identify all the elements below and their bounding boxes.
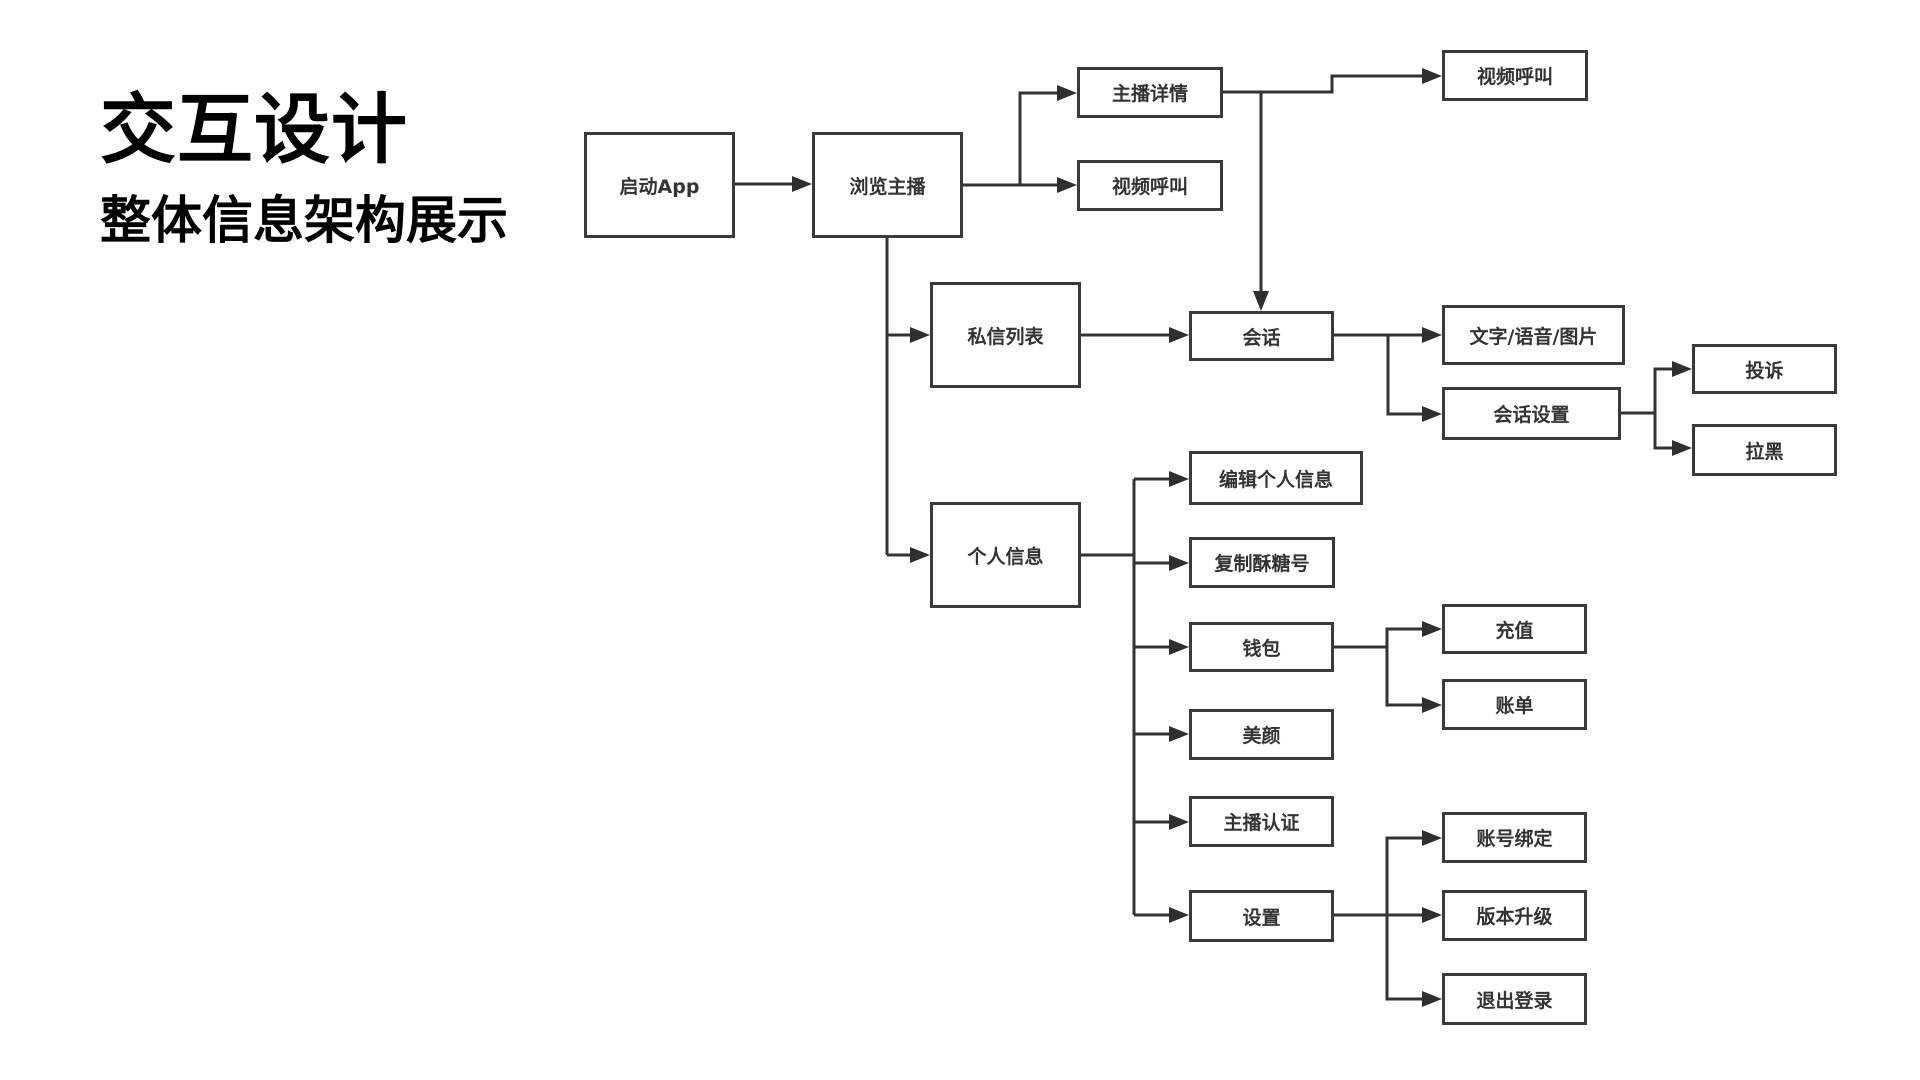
node-profile: 个人信息 bbox=[930, 502, 1081, 608]
edge-wallet-to-bills bbox=[1385, 647, 1442, 713]
node-logout: 退出登录 bbox=[1442, 973, 1587, 1025]
edge-profile-trunk bbox=[1080, 479, 1136, 915]
edge-profile-to-wallet bbox=[1134, 639, 1189, 655]
node-beauty: 美颜 bbox=[1189, 709, 1334, 760]
edge-conv-settings-to-block bbox=[1653, 413, 1692, 456]
node-dm-list: 私信列表 bbox=[930, 282, 1081, 388]
edge-browse-to-video-call bbox=[1020, 177, 1077, 193]
page-title: 交互设计 bbox=[100, 85, 408, 174]
edge-launch-to-browse bbox=[734, 176, 812, 192]
edge-settings-to-account-binding bbox=[1333, 830, 1442, 917]
node-video-call-from-browse: 视频呼叫 bbox=[1077, 160, 1223, 211]
node-text-voice-image: 文字/语音/图片 bbox=[1442, 305, 1625, 365]
node-browse-hosts: 浏览主播 bbox=[812, 132, 963, 238]
edge-host-detail-to-conversation bbox=[1253, 92, 1269, 311]
edge-browse-to-profile bbox=[887, 547, 930, 563]
node-conversation: 会话 bbox=[1189, 311, 1334, 361]
node-host-verification: 主播认证 bbox=[1189, 796, 1334, 847]
edge-settings-to-version-upgrade bbox=[1387, 907, 1442, 923]
node-settings: 设置 bbox=[1189, 890, 1334, 942]
edge-browse-to-dm-list bbox=[885, 237, 930, 555]
node-host-detail: 主播详情 bbox=[1077, 67, 1223, 118]
node-bills: 账单 bbox=[1442, 679, 1587, 730]
edge-browse-to-host-detail bbox=[962, 85, 1077, 187]
page-subtitle: 整体信息架构展示 bbox=[100, 192, 509, 251]
edge-host-detail-to-video-call bbox=[1222, 68, 1442, 94]
edge-profile-to-host-verification bbox=[1134, 814, 1189, 830]
edge-conv-settings-to-report bbox=[1620, 361, 1692, 415]
node-recharge: 充值 bbox=[1442, 604, 1587, 654]
node-launch-app: 启动App bbox=[584, 132, 735, 238]
node-wallet: 钱包 bbox=[1189, 622, 1334, 672]
edge-dm-list-to-conversation bbox=[1080, 327, 1189, 343]
node-block: 拉黑 bbox=[1692, 424, 1837, 476]
node-version-upgrade: 版本升级 bbox=[1442, 890, 1587, 941]
edge-settings-to-logout bbox=[1385, 915, 1442, 1007]
edge-profile-to-edit bbox=[1134, 471, 1189, 487]
node-edit-profile: 编辑个人信息 bbox=[1189, 451, 1363, 505]
edge-conversation-to-text bbox=[1333, 327, 1442, 343]
edge-profile-to-settings bbox=[1134, 907, 1189, 923]
edge-profile-to-copy-id bbox=[1134, 555, 1189, 571]
edge-wallet-to-recharge bbox=[1333, 621, 1442, 649]
node-video-call-from-detail: 视频呼叫 bbox=[1442, 50, 1588, 101]
node-copy-id: 复制酥糖号 bbox=[1189, 537, 1335, 588]
edge-conversation-to-settings bbox=[1386, 335, 1442, 422]
node-report: 投诉 bbox=[1692, 344, 1837, 394]
edge-profile-to-beauty bbox=[1134, 726, 1189, 742]
node-account-binding: 账号绑定 bbox=[1442, 812, 1587, 863]
node-conversation-settings: 会话设置 bbox=[1442, 387, 1621, 440]
